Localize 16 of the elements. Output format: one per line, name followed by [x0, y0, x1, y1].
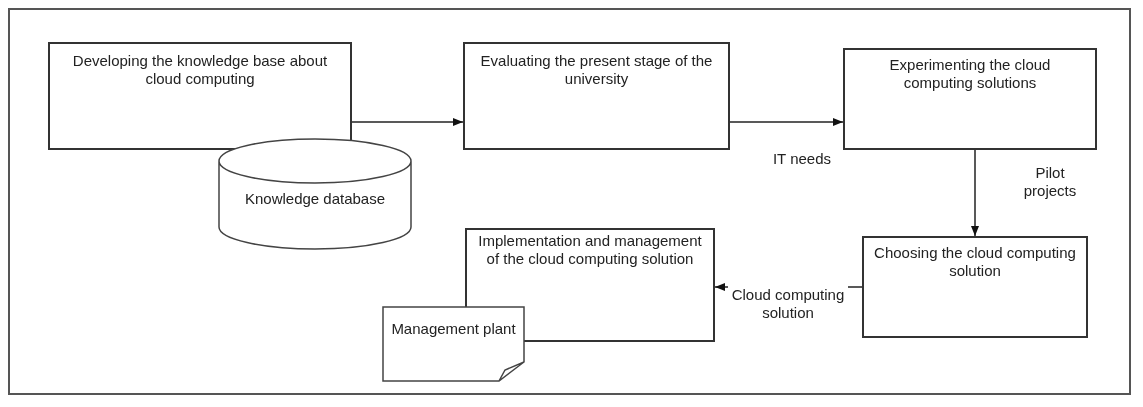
- arrow: [971, 149, 979, 237]
- node-text: Evaluating the present stage of the university: [479, 52, 714, 88]
- process-box: [862, 236, 1088, 338]
- node-text: Developing the knowledge base about cloud computing: [71, 52, 329, 88]
- node-text: Knowledge database: [243, 190, 387, 208]
- node-text: Experimenting the cloud computing solutions: [888, 56, 1052, 92]
- document-shape: [382, 306, 525, 382]
- database-cylinder: [218, 138, 412, 250]
- process-box: [48, 42, 352, 150]
- node-text: Choosing the cloud computing solution: [873, 244, 1077, 280]
- arrow: [351, 118, 464, 126]
- node-text: Implementation and management of the cloud computing solution: [477, 232, 703, 268]
- node-text: Management plant: [390, 320, 517, 338]
- arrow: [729, 118, 844, 126]
- process-box: [843, 48, 1097, 150]
- process-box: [463, 42, 730, 150]
